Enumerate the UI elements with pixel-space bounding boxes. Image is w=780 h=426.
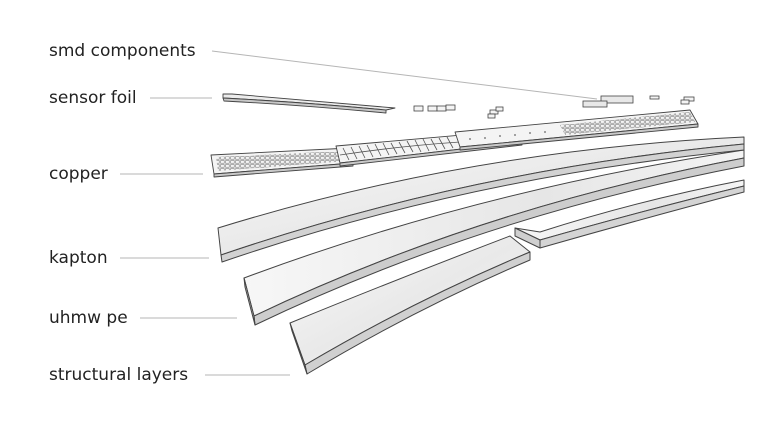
smd-chip — [680, 99, 690, 105]
smd-chip — [436, 105, 447, 112]
smd-chip — [427, 105, 438, 112]
smd-chip — [582, 100, 608, 108]
smd-chip — [495, 106, 504, 112]
uhmw-pe-layer — [243, 149, 745, 326]
structural-layer-back — [514, 179, 745, 249]
smd-chip — [445, 104, 456, 111]
kapton-layer — [217, 136, 745, 263]
label-copper: copper — [49, 164, 108, 184]
copper-comb-traces — [339, 136, 461, 161]
smd-chip — [413, 105, 424, 112]
leader-lines — [120, 50, 598, 376]
smd-chip — [600, 95, 634, 104]
copper-layer — [210, 109, 699, 178]
smd-components — [413, 95, 695, 119]
structural-layer-front — [289, 235, 531, 375]
label-kapton: kapton — [49, 248, 108, 268]
smd-chip — [487, 113, 496, 119]
label-uhmw-pe: uhmw pe — [49, 308, 128, 328]
label-structural-layers: structural layers — [49, 365, 189, 385]
copper-dots — [469, 131, 546, 140]
label-sensor-foil: sensor foil — [49, 88, 137, 108]
sensor-foil-layer — [222, 93, 396, 114]
smd-chip — [649, 95, 660, 100]
label-smd-components: smd components — [49, 41, 196, 61]
leader-line-smd — [211, 50, 598, 100]
